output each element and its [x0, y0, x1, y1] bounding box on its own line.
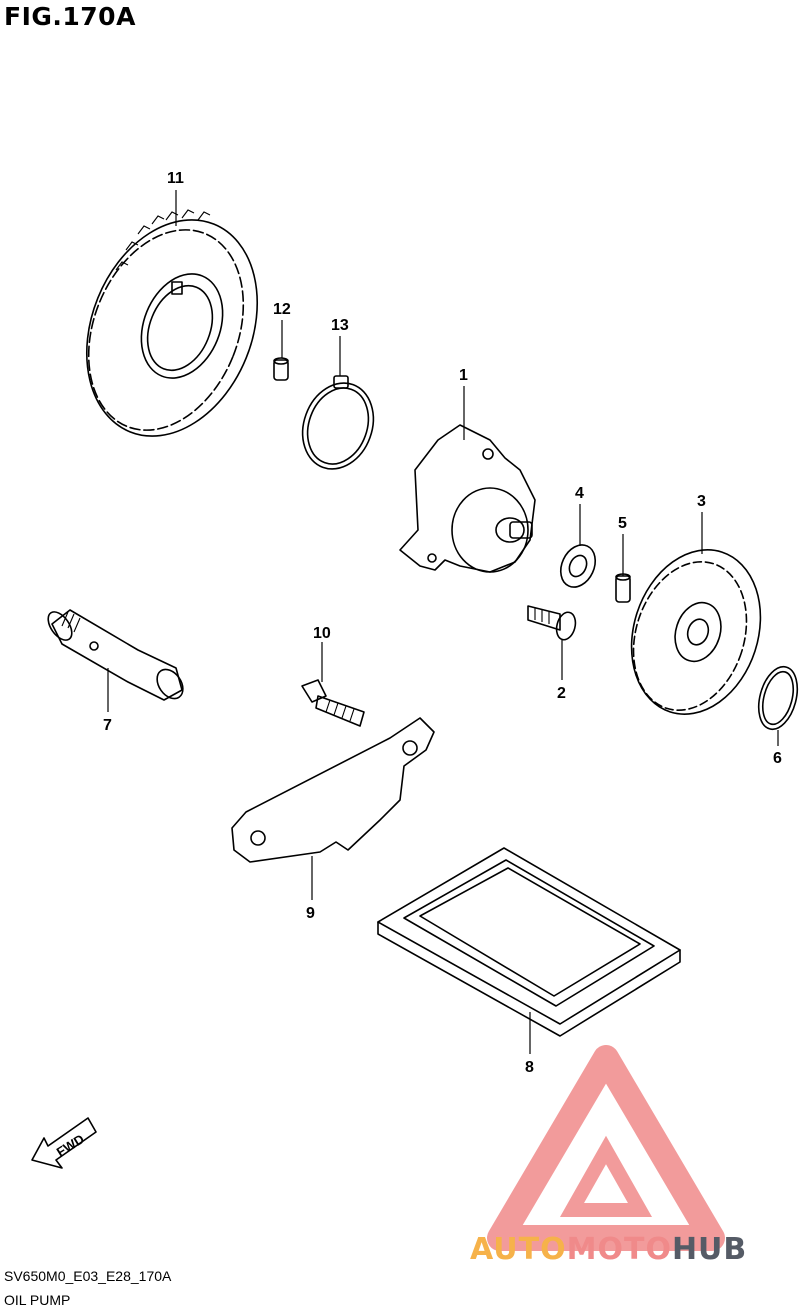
callout-labels: 11 12 13 1 4 5 3 2 6 7 10 9 8	[103, 170, 782, 1076]
part-1-oil-pump-body	[399, 424, 536, 573]
figure-name: OIL PUMP	[4, 1292, 71, 1308]
callout-10: 10	[313, 625, 331, 642]
watermark-part-auto: AUTO	[470, 1232, 567, 1267]
callout-12: 12	[273, 301, 291, 318]
part-4-washer	[559, 544, 597, 588]
part-5-pin	[615, 573, 631, 603]
part-8-oil-strainer	[377, 847, 681, 1037]
part-3-driven-gear	[630, 549, 762, 715]
callout-3: 3	[697, 493, 706, 510]
watermark-text: AUTOMOTOHUB	[470, 1232, 747, 1267]
part-13-circlip	[301, 375, 375, 470]
callout-2: 2	[557, 685, 566, 702]
part-10-flange-bolt	[301, 679, 365, 727]
part-7-pump-shaft	[47, 609, 184, 701]
callout-13: 13	[331, 317, 349, 334]
callout-6: 6	[773, 750, 782, 767]
fwd-direction-arrow: FWD	[31, 1117, 97, 1169]
callout-4: 4	[575, 485, 584, 502]
callout-7: 7	[103, 717, 112, 734]
part-2-screw	[527, 605, 577, 641]
fwd-label: FWD	[54, 1131, 87, 1159]
part-6-circlip	[757, 665, 799, 731]
watermark-part-moto: MOTO	[566, 1232, 672, 1267]
figure-code: SV650M0_E03_E28_170A	[4, 1268, 172, 1284]
callout-11: 11	[167, 170, 184, 187]
part-12-dowel-pin	[273, 357, 289, 381]
part-9-plate	[231, 717, 435, 863]
part-11-large-gear	[85, 209, 259, 437]
leader-lines	[107, 190, 779, 1054]
figure-title: FIG.170A	[4, 2, 136, 31]
callout-5: 5	[618, 515, 627, 532]
callout-8: 8	[525, 1059, 534, 1076]
watermark-part-hub: HUB	[671, 1232, 748, 1267]
callout-1: 1	[459, 367, 468, 384]
watermark-triangle-logo	[487, 1045, 725, 1251]
callout-9: 9	[306, 905, 315, 922]
